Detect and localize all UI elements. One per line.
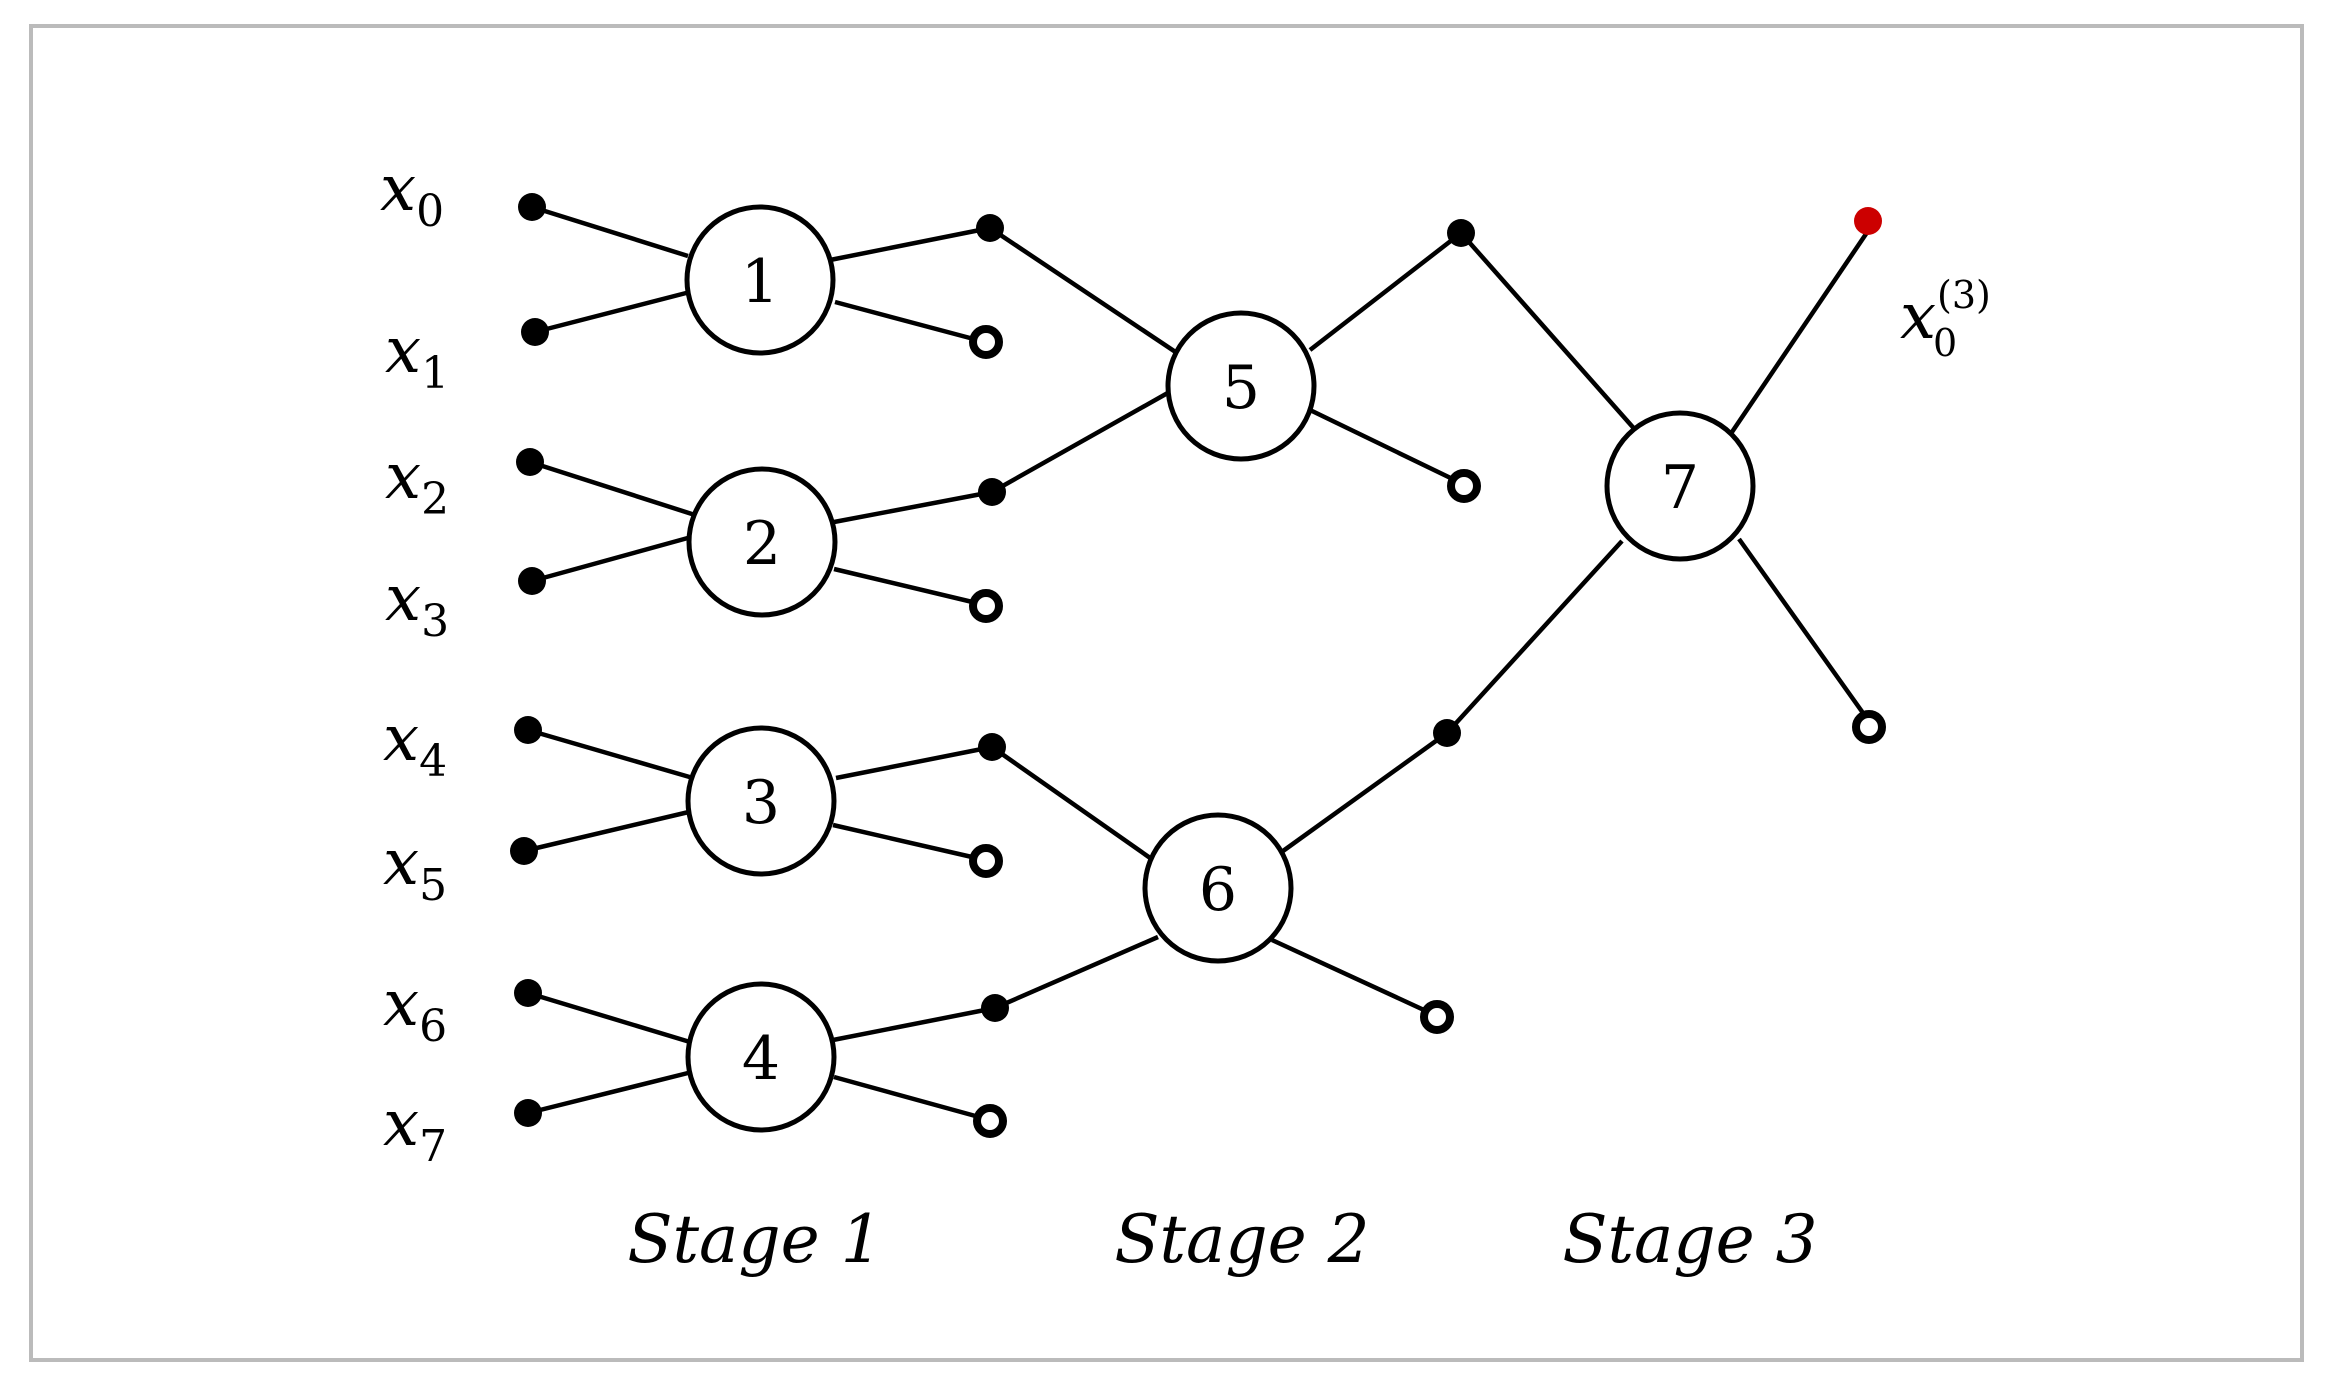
discard-dot-2 bbox=[969, 589, 1003, 623]
input-dot-2 bbox=[516, 448, 544, 476]
node-label-2: 2 bbox=[743, 509, 781, 579]
stage1-output-dot-2 bbox=[978, 478, 1006, 506]
input-label-5: x5 bbox=[383, 826, 447, 911]
input-label-6: x6 bbox=[383, 967, 447, 1052]
node-circle-2 bbox=[686, 466, 838, 618]
node-label-1: 1 bbox=[741, 247, 779, 317]
input-dot-3 bbox=[518, 567, 546, 595]
output-dot bbox=[1854, 207, 1882, 235]
input-label-0: x0 bbox=[380, 152, 444, 237]
node-label-7: 7 bbox=[1661, 453, 1699, 523]
input-dot-5 bbox=[510, 837, 538, 865]
input-label-2: x2 bbox=[385, 440, 449, 525]
node-circle-1 bbox=[684, 204, 836, 356]
stage-label-2: Stage 2 bbox=[1114, 1201, 1369, 1278]
output-label-sub: 0 bbox=[1933, 321, 1957, 365]
node-circle-4 bbox=[685, 981, 837, 1133]
hollow-dots bbox=[969, 325, 1886, 1138]
discard-dot-7 bbox=[1852, 710, 1886, 744]
node-label-4: 4 bbox=[742, 1024, 780, 1094]
node-label-3: 3 bbox=[742, 768, 780, 838]
input-dot-1 bbox=[521, 318, 549, 346]
input-label-3: x3 bbox=[385, 562, 449, 647]
input-label-7: x7 bbox=[383, 1087, 447, 1172]
stage1-output-dot-1 bbox=[976, 214, 1004, 242]
output-label-sup: (3) bbox=[1937, 273, 1991, 317]
input-dot-4 bbox=[514, 716, 542, 744]
output-label-var: x bbox=[1900, 280, 1936, 354]
connection-lines bbox=[523, 204, 1870, 1123]
discard-dot-3 bbox=[969, 844, 1003, 878]
node-label-6: 6 bbox=[1199, 855, 1237, 925]
output-label: x 0 (3) bbox=[1900, 273, 1991, 365]
diagram-border bbox=[29, 24, 2304, 1362]
input-label-1: x1 bbox=[385, 314, 449, 399]
node-circle-5 bbox=[1165, 310, 1317, 462]
input-dot-0 bbox=[518, 193, 546, 221]
node-circle-6 bbox=[1142, 812, 1294, 964]
filled-dots bbox=[510, 193, 1475, 1127]
stage-label-1: Stage 1 bbox=[627, 1201, 882, 1278]
discard-dot-5 bbox=[1447, 469, 1481, 503]
discard-dot-6 bbox=[1420, 1000, 1454, 1034]
node-label-5: 5 bbox=[1222, 353, 1260, 423]
input-dot-7 bbox=[514, 1099, 542, 1127]
input-dot-6 bbox=[514, 979, 542, 1007]
node-circle-7 bbox=[1604, 410, 1756, 562]
node-circle-3 bbox=[685, 725, 837, 877]
stage2-output-dot-6 bbox=[1433, 719, 1461, 747]
discard-dot-4 bbox=[973, 1104, 1007, 1138]
discard-dot-1 bbox=[969, 325, 1003, 359]
stage2-output-dot-5 bbox=[1447, 219, 1475, 247]
stage-label-3: Stage 3 bbox=[1562, 1201, 1817, 1278]
stage1-output-dot-4 bbox=[981, 994, 1009, 1022]
input-label-4: x4 bbox=[383, 702, 447, 787]
stage1-output-dot-3 bbox=[978, 733, 1006, 761]
